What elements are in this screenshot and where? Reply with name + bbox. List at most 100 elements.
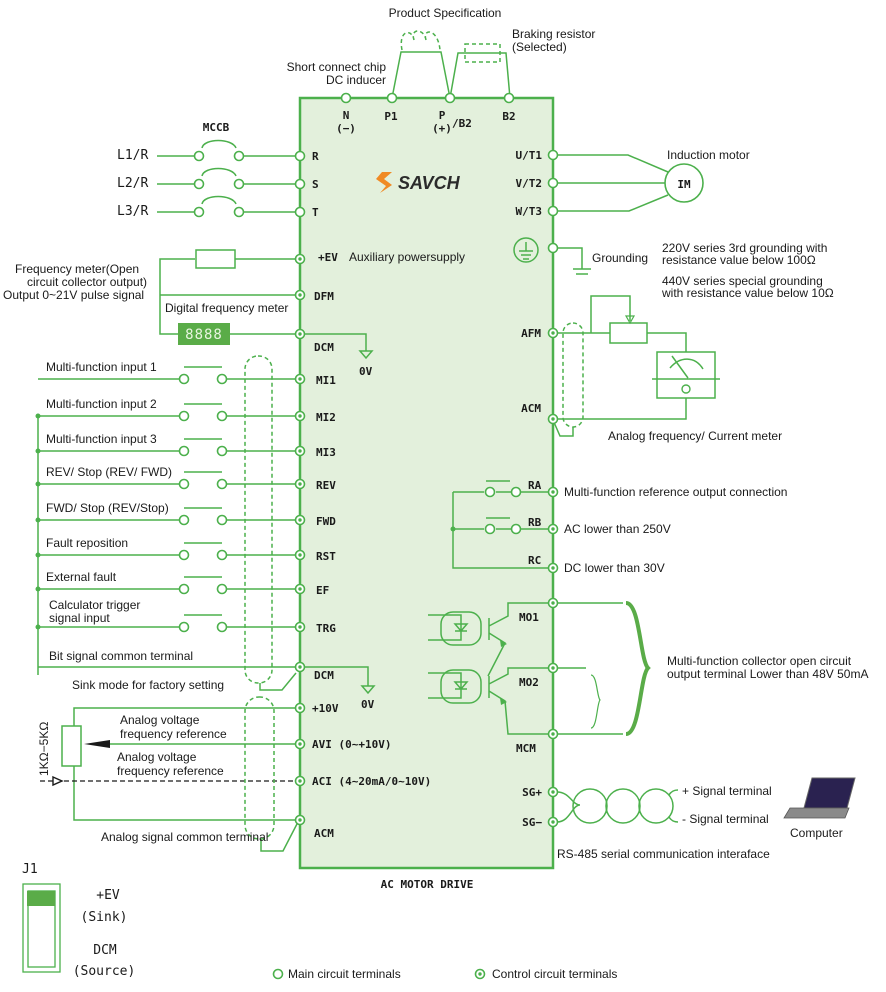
terminal-label: REV: [316, 479, 336, 492]
relay-note-2: AC lower than 250V: [564, 522, 671, 536]
analog-ref2-line1: Analog voltage: [117, 750, 197, 764]
switch-contact: [216, 549, 228, 561]
motor-icon: [664, 163, 704, 203]
brace-small-icon: [590, 674, 601, 729]
input-label: Fault reposition: [46, 536, 128, 550]
terminal-plus-ev-label: +EV: [318, 251, 338, 264]
switch-contact: [178, 373, 190, 385]
terminal-b2-alt-label: /B2: [452, 117, 472, 130]
terminal-dcm-dot: [298, 332, 302, 336]
switch-contact: [178, 478, 190, 490]
analog-ref2-line2: frequency reference: [117, 764, 224, 778]
collector-note-1: Multi-function collector open circuit: [667, 654, 852, 668]
terminal-p1-label: P1: [384, 110, 398, 123]
input-row-mi3: Multi-function input 3 MI3: [35, 432, 336, 459]
digital-display-value: 8888: [185, 327, 223, 343]
ground-terminal-icon: [513, 237, 539, 263]
braking-resistor-label-2: (Selected): [512, 40, 567, 54]
terminal-acm-meter-label: ACM: [521, 402, 541, 415]
terminal-r[interactable]: [294, 150, 306, 162]
terminal-rb-label: RB: [528, 516, 542, 529]
jumper-bottom-label: DCM: [93, 943, 117, 958]
terminal-n-sub: (−): [336, 122, 356, 135]
brace-large-icon: [625, 601, 651, 736]
rs485-wiring: [556, 788, 679, 824]
terminal-n[interactable]: [340, 92, 352, 104]
terminal-p-label: P: [439, 109, 446, 122]
switch-contact: [216, 514, 228, 526]
terminal-aci-label: ACI (4~20mA/0~10V): [312, 775, 431, 788]
switch-contact: [216, 583, 228, 595]
zero-volt-icon-2: [360, 685, 376, 695]
input-label: Multi-function input 3: [46, 432, 157, 446]
terminal-v[interactable]: [547, 177, 559, 189]
terminal-avi-label: AVI (0~+10V): [312, 738, 391, 751]
sink-mode-note: Sink mode for factory setting: [72, 678, 224, 692]
dcm-common-wiring: [259, 666, 369, 691]
signal-minus-label: - Signal terminal: [682, 812, 769, 826]
digital-meter-display: [178, 323, 230, 345]
terminal-label: MI2: [316, 411, 336, 424]
terminal-b2-label: B2: [502, 110, 515, 123]
input-label: REV/ Stop (REV/ FWD): [46, 465, 172, 479]
analog-meter-label: Analog frequency/ Current meter: [608, 429, 782, 443]
terminal-ground[interactable]: [547, 242, 559, 254]
relay-wiring: [450, 480, 548, 569]
input-row-fwd: FWD/ Stop (REV/Stop)FWD: [35, 501, 336, 528]
terminal-w[interactable]: [547, 205, 559, 217]
terminal-ra-label: RA: [528, 479, 542, 492]
relay-note-1: Multi-function reference output connecti…: [564, 485, 787, 499]
analog-ref1-line2: frequency reference: [120, 727, 227, 741]
terminal-b2[interactable]: [503, 92, 515, 104]
input-label-2: signal input: [49, 611, 110, 625]
analog-meter-wiring: [552, 295, 720, 437]
grounding-label: Grounding: [592, 251, 648, 265]
switch-contact: [216, 621, 228, 633]
freq-note-2: circuit collector output): [27, 275, 147, 289]
jumper-switch[interactable]: [27, 891, 55, 906]
terminal-u-label: U/T1: [516, 149, 543, 162]
jumper-outline: [22, 883, 61, 973]
terminal-afm-label: AFM: [521, 327, 541, 340]
short-connect-label-1: Short connect chip: [287, 60, 387, 74]
grounding-note1-line2: resistance value below 100Ω: [662, 253, 816, 267]
terminal-v-label: V/T2: [516, 177, 543, 190]
motor-wiring: IM: [553, 154, 704, 212]
drive-body: [298, 96, 555, 870]
input-row-rev: REV/ Stop (REV/ FWD) REV: [35, 465, 336, 492]
input-label: Multi-function input 1: [46, 360, 157, 374]
mccb-label: MCCB: [203, 121, 230, 134]
analog-common-label: Analog signal common terminal: [101, 830, 268, 844]
ground-symbol-icon: [558, 247, 591, 275]
product-spec-label: Product Specification: [389, 6, 502, 20]
resistor-icon: [195, 249, 236, 269]
wiper-arrow-icon: [84, 740, 110, 748]
terminal-n-label: N: [343, 109, 350, 122]
terminal-t[interactable]: [294, 206, 306, 218]
line-l3-label: L3/R: [117, 204, 148, 219]
terminal-p[interactable]: [444, 92, 456, 104]
terminal-dfm-label: DFM: [314, 290, 334, 303]
zero-v2-label: 0V: [361, 698, 375, 711]
terminal-p-sub: (+): [432, 122, 452, 135]
potentiometer-input-icon: [61, 725, 82, 767]
terminal-p1[interactable]: [386, 92, 398, 104]
switch-contact: [178, 514, 190, 526]
switch-contact: [216, 478, 228, 490]
switch-contact: [216, 445, 228, 457]
drive-title: AC MOTOR DRIVE: [381, 878, 474, 891]
switch-contact: [178, 445, 190, 457]
legend-main-label: Main circuit terminals: [288, 967, 401, 981]
terminal-s[interactable]: [294, 178, 306, 190]
terminal-w-label: W/T3: [516, 205, 543, 218]
switch-contact: [178, 621, 190, 633]
terminal-label: FWD: [316, 515, 336, 528]
switch-contact: [216, 373, 228, 385]
terminal-u[interactable]: [547, 149, 559, 161]
digital-meter-label: Digital frequency meter: [165, 301, 288, 315]
logo-text: SAVCH: [398, 173, 461, 193]
terminal-label: MI3: [316, 446, 336, 459]
